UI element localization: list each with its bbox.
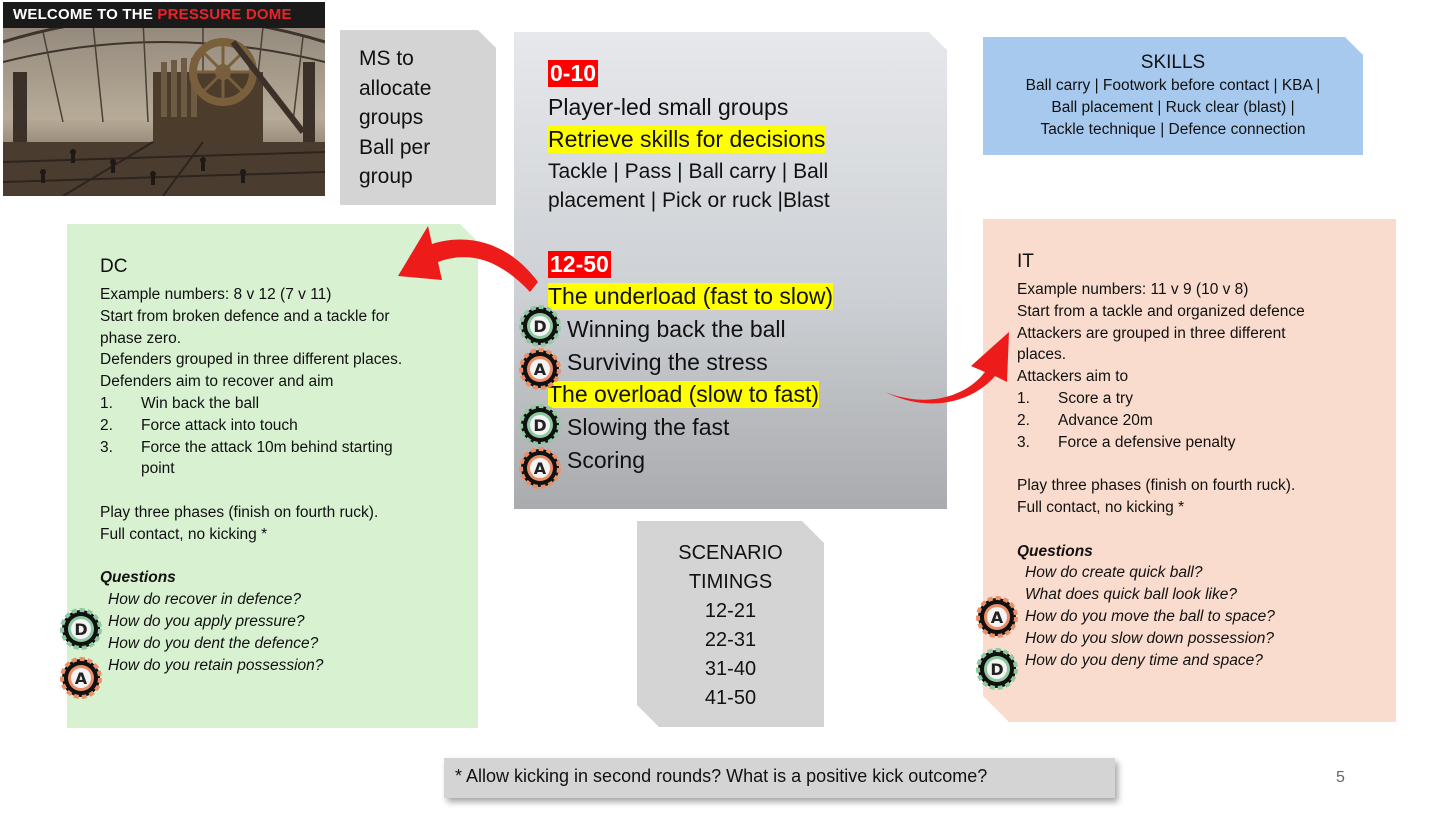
ms-line: group (359, 165, 413, 188)
scenario-timings-box: SCENARIO TIMINGS 12-21 22-31 31-40 41-50 (637, 521, 824, 727)
attack-badge-icon (519, 348, 561, 390)
it-line: Example numbers: 11 v 9 (10 v 8) (1017, 281, 1249, 298)
retrieve-skills-highlight: Retrieve skills for decisions (548, 126, 826, 152)
page-number: 5 (1336, 769, 1345, 786)
pressure-dome-banner: WELCOME TO THE PRESSURE DOME (3, 2, 325, 196)
it-line: Attackers are grouped in three different (1017, 324, 1286, 342)
it-question: How do create quick ball? (1025, 564, 1203, 582)
ms-line: allocate (359, 76, 432, 100)
it-line: places. (1017, 346, 1067, 364)
dc-list-item: 1.Win back the ball (100, 394, 260, 412)
it-title: IT (1017, 251, 1034, 272)
scenario-timing: 41-50 (704, 687, 757, 709)
it-play-line: Play three phases (finish on fourth ruck… (1017, 477, 1296, 495)
session-plan-panel: 0-10 Player-led small groups Retrieve sk… (514, 32, 947, 509)
attack-badge-icon (519, 447, 561, 489)
slowing-fast-item: Slowing the fast (567, 414, 730, 440)
ms-line: groups (359, 106, 424, 129)
dc-title: DC (100, 256, 128, 277)
dc-panel: DC Example numbers: 8 v 12 (7 v 11) Star… (67, 224, 478, 728)
dc-line: phase zero. (100, 329, 181, 347)
banner-title: WELCOME TO THE PRESSURE DOME (3, 2, 325, 28)
overload-highlight: The overload (slow to fast) (548, 381, 820, 407)
scenario-timing: 12-21 (704, 600, 757, 622)
scenario-timing: 31-40 (704, 658, 757, 680)
dc-list-item: 3.Force the attack 10m behind starting (100, 438, 393, 456)
dc-line: Example numbers: 8 v 12 (7 v 11) (100, 286, 332, 303)
skills-title: SKILLS (1140, 52, 1206, 73)
skills-list-line: Tackle | Pass | Ball carry | Ball (548, 160, 829, 183)
dc-question: How do you retain possession? (108, 656, 324, 674)
skills-list-line: placement | Pick or ruck |Blast (548, 189, 830, 212)
defence-badge-icon (976, 648, 1018, 690)
left-arrow-icon (398, 226, 538, 292)
dc-play-line: Play three phases (finish on fourth ruck… (100, 503, 379, 521)
ms-line: MS to (359, 47, 414, 70)
dc-list-item: 2.Force attack into touch (100, 416, 298, 434)
it-panel: IT Example numbers: 11 v 9 (10 v 8) Star… (983, 219, 1396, 722)
dc-list-cont: point (141, 460, 175, 478)
it-list-item: 1.Score a try (1017, 389, 1133, 407)
defence-badge-icon (60, 608, 102, 650)
skills-line: Ball placement | Ruck clear (blast) | (1051, 99, 1295, 116)
defence-badge-icon (519, 404, 561, 446)
defence-badge-icon (519, 305, 561, 347)
underload-highlight: The underload (fast to slow) (548, 283, 834, 309)
scenario-line: TIMINGS (688, 571, 773, 593)
dc-question: How do you apply pressure? (108, 612, 305, 630)
attack-badge-icon (60, 657, 102, 699)
dc-line: Defenders grouped in three different pla… (100, 351, 403, 369)
surviving-stress-item: Surviving the stress (567, 349, 768, 375)
it-question: How do you deny time and space? (1025, 651, 1263, 669)
it-question: How do you move the ball to space? (1025, 607, 1275, 625)
scoring-item: Scoring (567, 447, 645, 473)
it-contact-line: Full contact, no kicking * (1017, 498, 1185, 516)
right-arrow-icon (885, 332, 1009, 404)
it-line: Attackers aim to (1017, 368, 1129, 386)
skills-box: SKILLS Ball carry | Footwork before cont… (983, 37, 1363, 155)
factory-illustration (3, 2, 325, 196)
it-question: How do you slow down possession? (1025, 629, 1274, 647)
it-line: Start from a tackle and organized defenc… (1017, 302, 1305, 320)
winning-ball-item: Winning back the ball (567, 316, 786, 342)
time-badge-12-50: 12-50 (550, 251, 609, 277)
kicking-note: * Allow kicking in second rounds? What i… (444, 758, 1115, 798)
ms-allocation-box: MS to allocate groups Ball per group (340, 30, 496, 205)
it-list-item: 3.Force a defensive penalty (1017, 433, 1236, 451)
it-list-item: 2.Advance 20m (1017, 411, 1153, 429)
dc-question: How do recover in defence? (108, 591, 302, 609)
dc-contact-line: Full contact, no kicking * (100, 525, 268, 543)
it-questions-title: Questions (1017, 542, 1093, 560)
attack-badge-icon (976, 596, 1018, 638)
scenario-timing: 22-31 (704, 629, 757, 651)
skills-line: Ball carry | Footwork before contact | K… (1025, 77, 1321, 94)
it-question: What does quick ball look like? (1025, 586, 1237, 604)
dc-line: Start from broken defence and a tackle f… (100, 307, 390, 325)
dc-questions-title: Questions (100, 569, 176, 587)
small-groups-line: Player-led small groups (548, 94, 789, 120)
dc-question: How do you dent the defence? (108, 634, 319, 652)
time-badge-0-10: 0-10 (550, 60, 597, 86)
dc-line: Defenders aim to recover and aim (100, 373, 334, 391)
ms-line: Ball per (359, 135, 431, 159)
scenario-line: SCENARIO (678, 542, 783, 564)
skills-line: Tackle technique | Defence connection (1040, 121, 1306, 138)
